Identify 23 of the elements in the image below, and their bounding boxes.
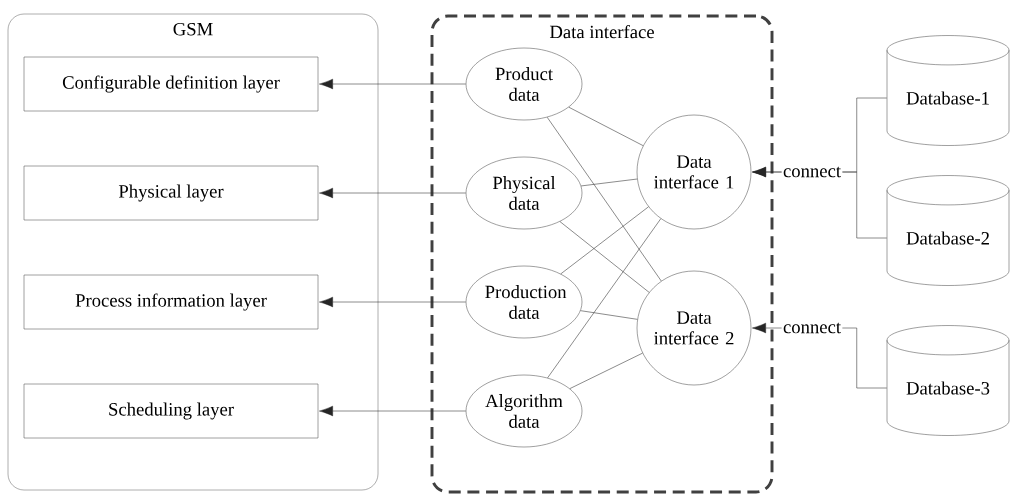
edge-label: connect bbox=[781, 321, 843, 335]
connector-line bbox=[546, 117, 662, 282]
layer-box: Physical layer bbox=[23, 165, 319, 221]
layer-box: Process information layer bbox=[23, 274, 319, 330]
arrow bbox=[319, 405, 466, 417]
layer-box: Scheduling layer bbox=[23, 383, 319, 439]
connector-line bbox=[580, 178, 638, 187]
connector-line bbox=[559, 221, 650, 293]
panel-title: GSM bbox=[173, 22, 213, 36]
arrow bbox=[319, 296, 466, 308]
database-cylinder: Database-3 bbox=[886, 325, 1010, 436]
arrow bbox=[319, 78, 466, 90]
layer-box: Configurable definition layer bbox=[23, 56, 319, 112]
edge-label: connect bbox=[781, 165, 843, 179]
panel-title: Data interface bbox=[549, 24, 654, 39]
connector-line bbox=[569, 352, 643, 389]
connector-line bbox=[568, 106, 644, 146]
connector-line bbox=[547, 218, 662, 379]
arrow bbox=[319, 187, 466, 199]
database-cylinder: Database-1 bbox=[886, 35, 1010, 146]
connector-line bbox=[560, 206, 649, 275]
connector-line bbox=[580, 310, 638, 320]
database-cylinder: Database-2 bbox=[886, 175, 1010, 286]
